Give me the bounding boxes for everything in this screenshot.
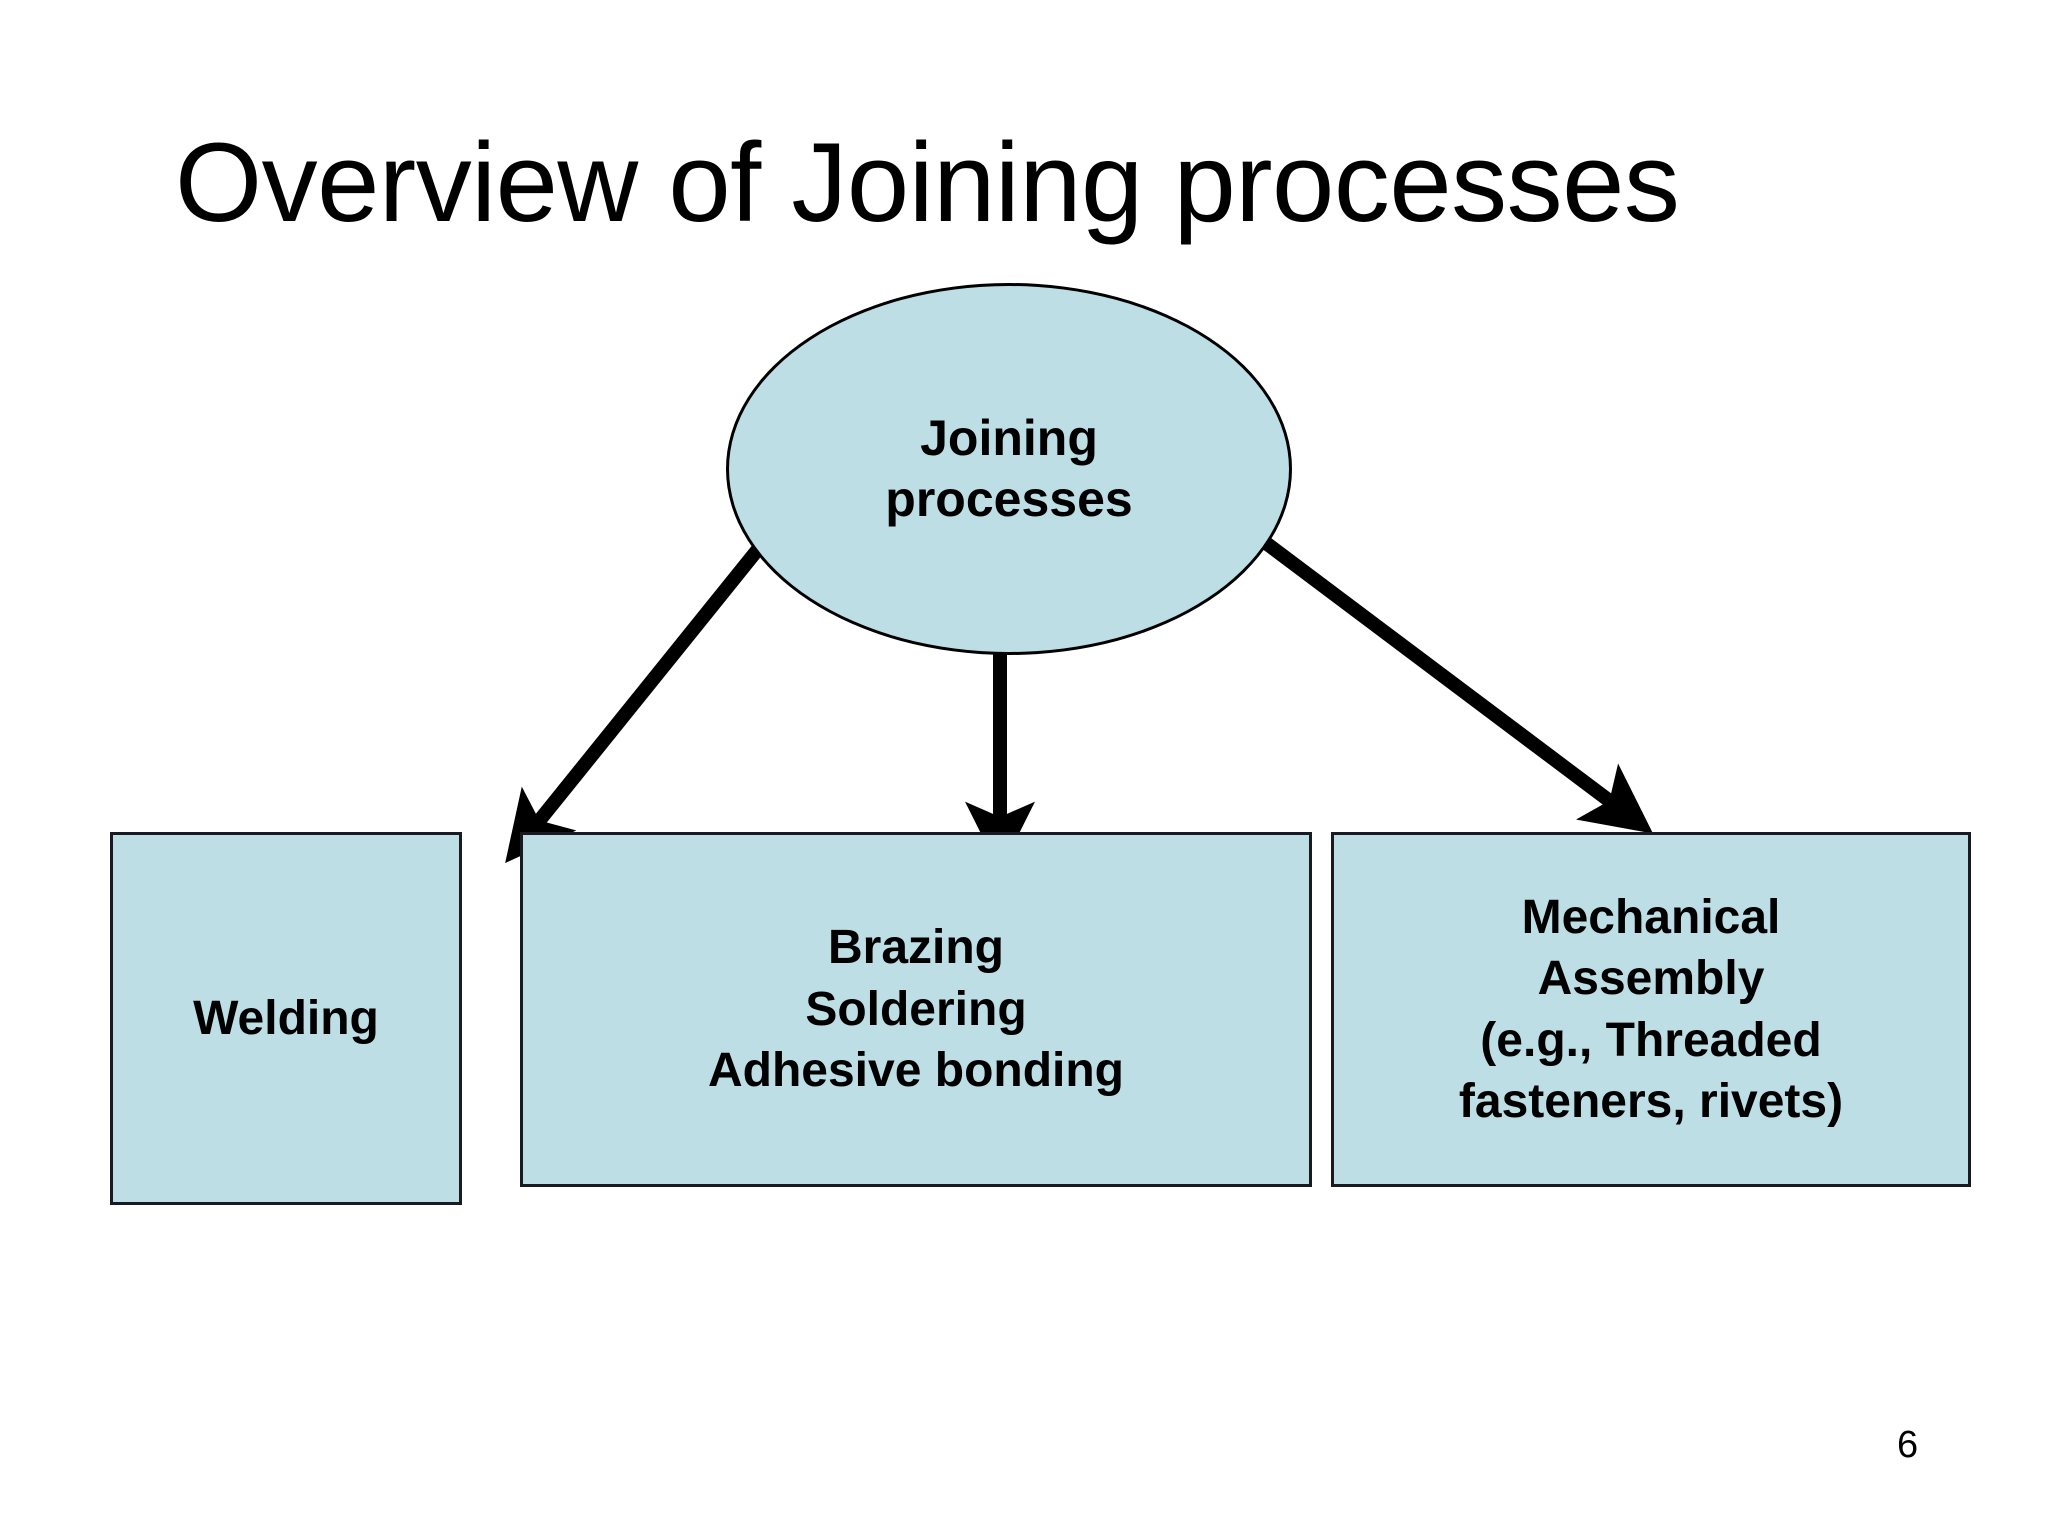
node-brazing-soldering-adhesive-label: Brazing Soldering Adhesive bonding — [707, 921, 1124, 1098]
page-title: Overview of Joining processes — [175, 120, 1680, 245]
node-welding-label: Welding — [193, 991, 379, 1045]
node-welding: Welding — [110, 832, 462, 1205]
node-mechanical-assembly-label: Mechanical Assembly (e.g., Threaded fast… — [1458, 890, 1844, 1128]
node-brazing-soldering-adhesive: Brazing Soldering Adhesive bonding — [520, 832, 1312, 1187]
connector-arrow-welding — [505, 538, 769, 864]
page-number: 6 — [1897, 1424, 1919, 1466]
node-joining-processes-label: Joining processes — [885, 410, 1133, 527]
node-mechanical-assembly: Mechanical Assembly (e.g., Threaded fast… — [1331, 832, 1971, 1187]
node-joining-processes: Joining processes — [726, 283, 1292, 655]
connector-arrow-mechanical — [1257, 534, 1654, 834]
